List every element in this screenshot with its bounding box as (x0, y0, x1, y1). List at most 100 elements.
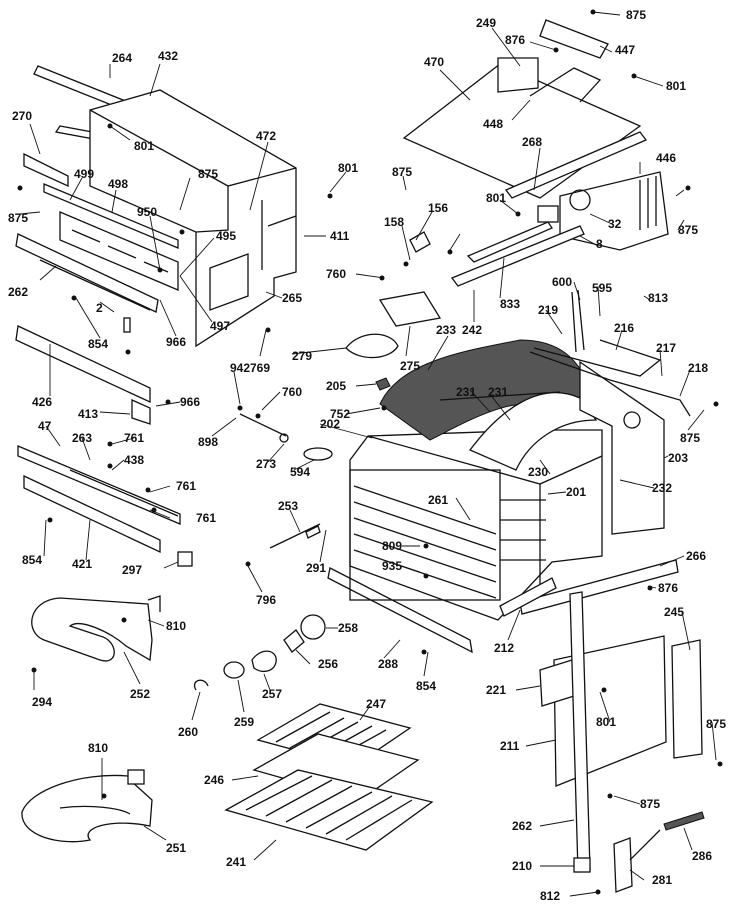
callout: 833 (500, 297, 520, 311)
lower-rail-266 (519, 559, 679, 615)
callout: 812 (540, 889, 560, 903)
callout: 875 (640, 797, 660, 811)
callout: 752 (330, 407, 350, 421)
callout: 495 (216, 229, 236, 243)
callout: 218 (688, 361, 708, 375)
callout: 264 (112, 51, 132, 65)
callout: 231 (456, 385, 476, 399)
callout: 448 (483, 117, 503, 131)
callout: 286 (692, 849, 712, 863)
callout: 233 (436, 323, 456, 337)
callout: 232 (652, 481, 672, 495)
spring-286 (663, 811, 705, 831)
latch-281 (613, 837, 633, 893)
callout: 470 (424, 55, 444, 69)
callout: 801 (134, 139, 154, 153)
callout: 257 (262, 687, 282, 701)
control-bracket-499 (43, 183, 179, 249)
callout: 231 (488, 385, 508, 399)
callout: 801 (596, 715, 616, 729)
callout: 262 (8, 285, 28, 299)
wire-harness-600 (571, 289, 585, 353)
callout: 801 (338, 161, 358, 175)
side-panel-245 (671, 639, 703, 759)
lower-trim-262 (15, 233, 159, 313)
callout: 156 (428, 201, 448, 215)
callout: 261 (428, 493, 448, 507)
callout: 875 (678, 223, 698, 237)
callout: 270 (12, 109, 32, 123)
callout: 216 (614, 321, 634, 335)
fastener-dots (17, 9, 723, 895)
bracket-297 (177, 551, 193, 567)
vent-duct-268 (504, 131, 648, 199)
callout: 259 (234, 715, 254, 729)
hinge-210 (573, 857, 591, 873)
callout: 898 (198, 435, 218, 449)
callout: 8 (596, 237, 603, 251)
callout: 809 (382, 539, 402, 553)
callout: 245 (664, 605, 684, 619)
plate-275 (378, 291, 442, 327)
oven-rack-241 (224, 769, 434, 851)
back-panel-211 (553, 635, 667, 787)
callout: 273 (256, 457, 276, 471)
callout: 421 (72, 557, 92, 571)
callout: 260 (178, 725, 198, 739)
callout: 761 (124, 431, 144, 445)
callout: 446 (656, 151, 676, 165)
callout: 158 (384, 215, 404, 229)
callout: 47 (38, 419, 52, 433)
callout: 875 (198, 167, 218, 181)
callout: 935 (382, 559, 402, 573)
callout: 875 (392, 165, 412, 179)
callout: 760 (282, 385, 302, 399)
broil-element-251 (21, 774, 153, 843)
callout: 950 (137, 205, 157, 219)
spring-205 (375, 377, 391, 391)
callout: 201 (566, 485, 586, 499)
callout: 281 (652, 873, 672, 887)
callout: 2 (96, 301, 103, 315)
callout: 262 (512, 819, 532, 833)
lens-259 (223, 661, 245, 679)
callout: 294 (32, 695, 52, 709)
callout: 595 (592, 281, 612, 295)
outer-cabinet-shell (89, 89, 297, 348)
wire-coil-594 (303, 447, 333, 461)
callout: 600 (552, 275, 572, 289)
callout: 242 (462, 323, 482, 337)
callout: 854 (22, 553, 42, 567)
side-rail-47 (17, 445, 181, 525)
rail-421 (23, 474, 161, 554)
callout: 594 (290, 465, 310, 479)
lamp-cover-258 (300, 614, 326, 640)
callout: 875 (8, 211, 28, 225)
callout: 966 (180, 395, 200, 409)
callout: 813 (648, 291, 668, 305)
part-callouts: 875 249 876 447 470 801 264 432 801 270 … (8, 8, 726, 903)
callout: 230 (528, 465, 548, 479)
callout: 876 (658, 581, 678, 595)
callout: 256 (318, 657, 338, 671)
door-trim-426 (15, 325, 151, 404)
callout: 854 (88, 337, 108, 351)
callout: 263 (72, 431, 92, 445)
callout: 217 (656, 341, 676, 355)
callout: 432 (158, 49, 178, 63)
callout: 875 (680, 431, 700, 445)
bracket-242 (450, 225, 585, 287)
clip-260 (193, 679, 209, 691)
clip-2 (123, 317, 131, 333)
callout: 426 (32, 395, 52, 409)
callout: 761 (196, 511, 216, 525)
callout: 275 (400, 359, 420, 373)
callout: 796 (256, 593, 276, 607)
callout: 258 (338, 621, 358, 635)
lamp-socket-256 (283, 629, 305, 653)
frame-212 (499, 577, 557, 617)
callout: 221 (486, 683, 506, 697)
callout: 499 (74, 167, 94, 181)
rack-supports (353, 485, 546, 599)
